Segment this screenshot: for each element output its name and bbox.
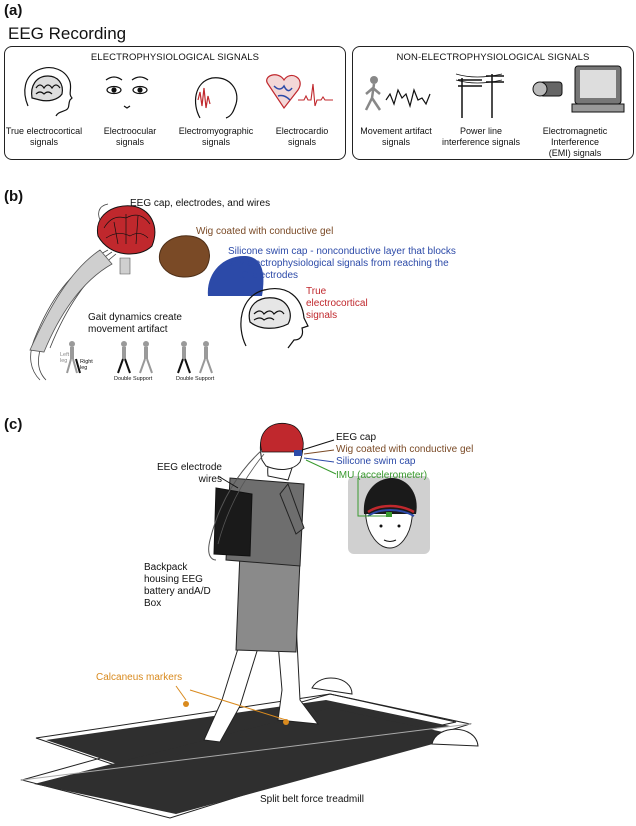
non-electrophysiological-box: NON-ELECTROPHYSIOLOGICAL SIGNALS [352, 46, 634, 160]
panel-a-label: (a) [4, 2, 23, 19]
panel-b-label: (b) [4, 188, 24, 205]
split-belt-treadmill [20, 677, 479, 819]
eyes-face-icon [105, 76, 149, 109]
gait-dynamics-label: Gait dynamics create movement artifact [88, 312, 182, 335]
treadmill-label: Split belt force treadmill [260, 794, 364, 805]
walking-subject [203, 448, 320, 743]
emg-head-icon [194, 77, 238, 119]
double-support-label-2: Double Support [176, 376, 215, 382]
electrophysiological-box: ELECTROPHYSIOLOGICAL SIGNALS [4, 46, 346, 160]
wig-icon [158, 235, 210, 278]
double-support-label-1: Double Support [114, 376, 153, 382]
calcaneus-arrow-1 [189, 689, 287, 721]
wig-label: Wig coated with conductive gel [196, 226, 334, 237]
wig-arrow [303, 449, 335, 455]
calcaneus-marker-left [183, 701, 189, 707]
wig-label-c: Wig coated with conductive gel [336, 444, 474, 455]
gait-walkers-icon [66, 341, 213, 374]
panel-b-drawing [29, 203, 309, 381]
inset-face-panel [348, 476, 430, 554]
imu-arrow [305, 459, 337, 475]
imu-inset-arrow [357, 478, 386, 517]
calcaneus-label: Calcaneus markers [96, 672, 183, 683]
subject-head [208, 422, 304, 561]
true-electrocortical-label: True electrocortical signals [306, 286, 368, 321]
emi-equipment-icon [532, 65, 625, 113]
electrode-wires-label: EEG electrode wires [156, 462, 222, 485]
eeg-cap-arrow [301, 439, 335, 451]
calcaneus-marker-right [283, 719, 289, 725]
caption-emi: Electromagnetic Interference(EMI) signal… [542, 126, 608, 158]
wire-bundle-sleeve [29, 249, 113, 353]
panel-a-icons [24, 65, 625, 119]
movement-artifact-icon [364, 76, 431, 111]
cap-electrodes-wires-label: EEG cap, electrodes, and wires [130, 198, 271, 209]
electrophysiological-heading: ELECTROPHYSIOLOGICAL SIGNALS [90, 52, 260, 63]
heart-ecg-icon [266, 74, 333, 110]
panel-c-label: (c) [4, 416, 23, 433]
imu-label-c: IMU (accelerometer) [336, 470, 428, 481]
true-signal-head-icon [240, 288, 309, 349]
brain-head-icon [24, 67, 73, 117]
silicone-arrow [303, 457, 335, 463]
panel-a-title: EEG Recording [8, 24, 127, 43]
silicone-cap-icon [207, 256, 264, 296]
silicone-cap-label: Silicone swim cap - nonconductive layer … [228, 246, 456, 281]
non-electrophysiological-heading: NON-ELECTROPHYSIOLOGICAL SIGNALS [396, 52, 590, 63]
wires-arrow [217, 475, 239, 489]
eeg-cap-label-c: EEG cap [336, 432, 377, 443]
calcaneus-arrow-2 [175, 685, 187, 701]
backpack-label: Backpack housing EEG battery andA/D Box [144, 562, 211, 609]
power-line-icon [455, 73, 504, 118]
silicone-label-c: Silicone swim cap [336, 456, 416, 467]
